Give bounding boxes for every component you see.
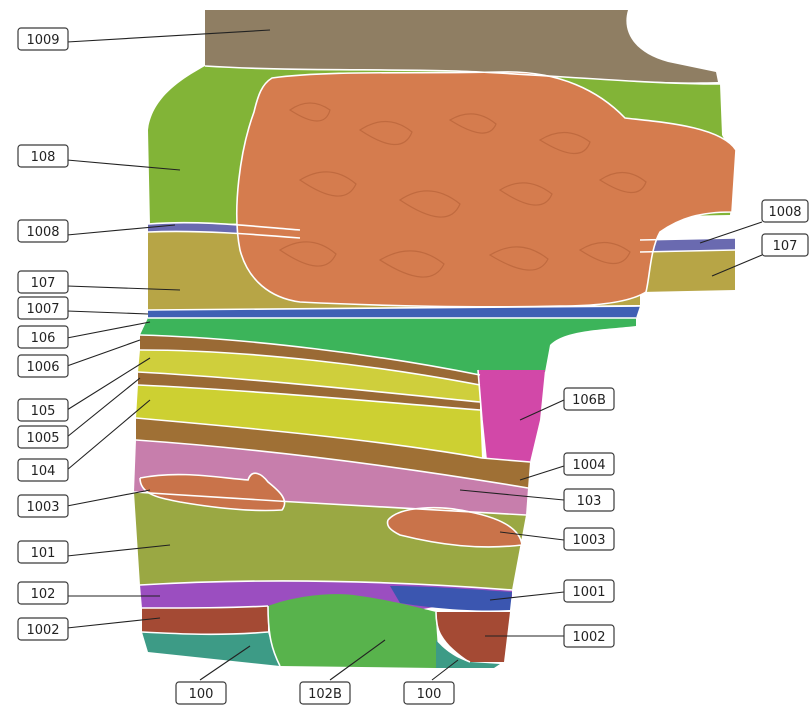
label-107-right: 107	[762, 234, 808, 256]
label-107-left: 107	[18, 271, 68, 293]
svg-text:1005: 1005	[26, 431, 59, 446]
leader-1007	[67, 311, 148, 314]
label-1001: 1001	[564, 580, 614, 602]
label-100-right: 100	[404, 682, 454, 704]
label-101: 101	[18, 541, 68, 563]
svg-text:101: 101	[31, 546, 56, 561]
label-1008-left: 1008	[18, 220, 68, 242]
svg-text:1008: 1008	[26, 225, 59, 240]
label-1007: 1007	[18, 297, 68, 319]
svg-text:107: 107	[773, 239, 798, 254]
svg-text:104: 104	[31, 464, 56, 479]
label-1002-right: 1002	[564, 625, 614, 647]
svg-text:107: 107	[31, 276, 56, 291]
leader-106	[67, 322, 150, 338]
svg-text:102B: 102B	[308, 687, 342, 702]
svg-text:100: 100	[417, 687, 442, 702]
label-1008-right: 1008	[762, 200, 808, 222]
layer-106b	[478, 370, 545, 462]
svg-text:1004: 1004	[572, 458, 605, 473]
leader-1006	[67, 340, 140, 366]
svg-text:102: 102	[31, 587, 56, 602]
label-102: 102	[18, 582, 68, 604]
label-103: 103	[564, 489, 614, 511]
svg-text:1001: 1001	[572, 585, 605, 600]
label-108: 108	[18, 145, 68, 167]
label-1006: 1006	[18, 355, 68, 377]
label-1009: 1009	[18, 28, 68, 50]
svg-text:1003: 1003	[26, 500, 59, 515]
svg-text:1002: 1002	[572, 630, 605, 645]
label-105: 105	[18, 399, 68, 421]
svg-text:1006: 1006	[26, 360, 59, 375]
layer-100-left	[142, 632, 280, 666]
label-1003-right: 1003	[564, 528, 614, 550]
svg-text:106B: 106B	[572, 393, 606, 408]
label-1003-left: 1003	[18, 495, 68, 517]
label-102b: 102B	[300, 682, 350, 704]
label-1005: 1005	[18, 426, 68, 448]
layer-1002-left	[142, 606, 268, 634]
label-106: 106	[18, 326, 68, 348]
label-1002-left: 1002	[18, 618, 68, 640]
svg-text:1007: 1007	[26, 302, 59, 317]
label-106b: 106B	[564, 388, 614, 410]
label-104: 104	[18, 459, 68, 481]
svg-text:1009: 1009	[26, 33, 59, 48]
svg-text:100: 100	[189, 687, 214, 702]
label-100-left: 100	[176, 682, 226, 704]
svg-text:108: 108	[31, 150, 56, 165]
svg-text:1002: 1002	[26, 623, 59, 638]
svg-text:1003: 1003	[572, 533, 605, 548]
label-1004: 1004	[564, 453, 614, 475]
svg-text:106: 106	[31, 331, 56, 346]
svg-text:103: 103	[577, 494, 602, 509]
svg-text:1008: 1008	[768, 205, 801, 220]
svg-text:105: 105	[31, 404, 56, 419]
